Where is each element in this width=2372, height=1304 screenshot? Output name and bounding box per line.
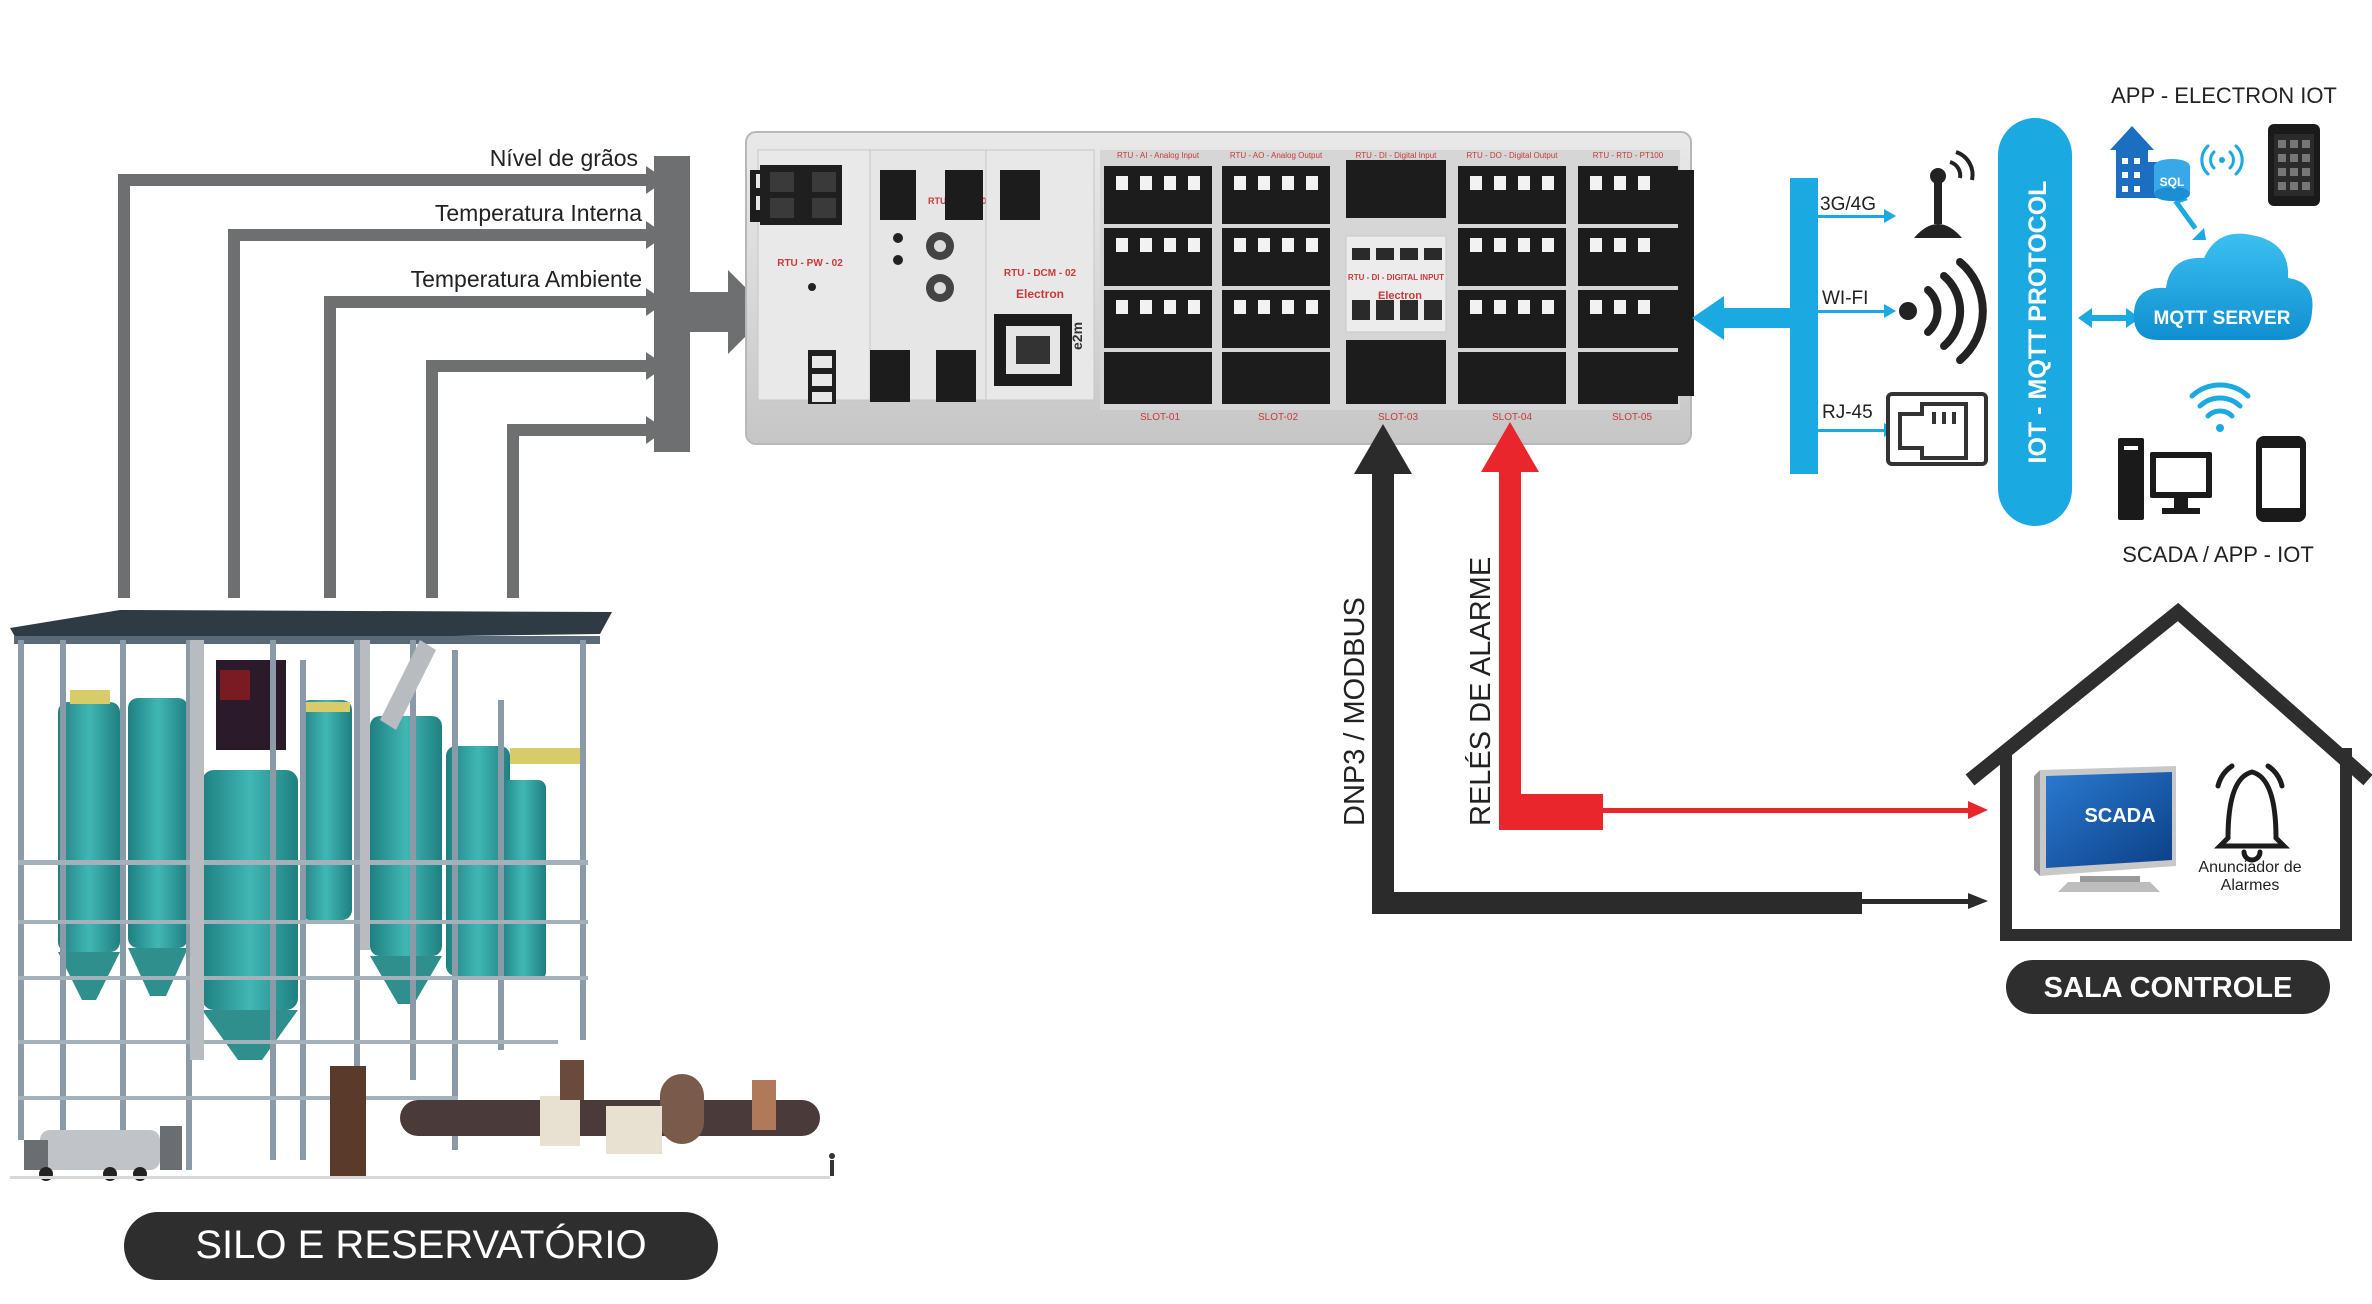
antenna-icon [1914, 150, 1975, 238]
slot-label-03: SLOT-03 [1378, 412, 1418, 423]
mqtt-server-cloud: MQTT SERVER [2133, 233, 2313, 340]
smartphone-icon [2256, 436, 2306, 522]
brand-logo-di: Electron [1378, 290, 1422, 302]
slot-label-05: SLOT-05 [1612, 412, 1652, 423]
iot-protocol-pill: IOT - MQTT PROTOCOL [1998, 118, 2072, 526]
module-label-rtd: RTU - RTD - PT100 [1593, 151, 1664, 160]
control-room-label: SALA CONTROLE [2044, 972, 2293, 1004]
slot-label-04: SLOT-04 [1492, 412, 1532, 423]
comm-label-rj45: RJ-45 [1822, 402, 1873, 423]
rtu-device: RTU - PW - 02 RTU - CPU - 01 RTU - DCM -… [745, 131, 1694, 445]
module-label-di: RTU - DI - Digital Input [1356, 151, 1438, 160]
slot-label-01: SLOT-01 [1140, 412, 1180, 423]
slot-label-02: SLOT-02 [1258, 412, 1298, 423]
building-database-icon: SQL [2110, 126, 2190, 201]
pill-server-link [2078, 308, 2140, 328]
wireless-icon [1899, 258, 1987, 364]
module-label-di-inner: RTU - DI - DIGITAL INPUT [1348, 273, 1444, 282]
wifi-small-icon [2200, 144, 2244, 176]
module-label-ai: RTU - AI - Analog Input [1117, 151, 1200, 160]
comm-label-wifi: WI-FI [1822, 288, 1868, 309]
dnp3-label: DNP3 / MODBUS [1339, 597, 1371, 826]
iot-protocol-label: IOT - MQTT PROTOCOL [2024, 181, 2052, 464]
module-label-dcm: RTU - DCM - 02 [1004, 268, 1077, 279]
silo-badge: SILO E RESERVATÓRIO [124, 1212, 718, 1280]
module-label-do: RTU - DO - Digital Output [1467, 151, 1559, 160]
ethernet-port-icon [1886, 392, 1988, 466]
control-room-badge: SALA CONTROLE [2006, 960, 2330, 1014]
mqtt-server-label: MQTT SERVER [2154, 308, 2291, 329]
dnp3-link [1354, 424, 1988, 914]
wifi-device-icon [2189, 382, 2251, 432]
scada-monitor-icon: SCADA [2034, 766, 2176, 892]
brand-logo-dcm: Electron [1016, 287, 1064, 301]
sensor-lines [118, 156, 770, 598]
alarm-relay-link [1481, 422, 1988, 830]
side-brand: e2m [1069, 322, 1085, 350]
module-label-pw: RTU - PW - 02 [777, 258, 843, 269]
io-terminals: RTU - DI - DIGITAL INPUT Electron RTU - … [1100, 150, 1694, 423]
comm-bus [1692, 178, 1896, 474]
scada-monitor-label: SCADA [2084, 805, 2155, 827]
desktop-computer-icon [2118, 438, 2212, 520]
module-label-ao: RTU - AO - Analog Output [1230, 151, 1323, 160]
silo-illustration [10, 610, 835, 1181]
silo-label: SILO E RESERVATÓRIO [195, 1222, 646, 1267]
relays-label: RELÉS DE ALARME [1464, 557, 1497, 826]
app-electron-label: APP - ELECTRON IOT [2111, 83, 2337, 108]
scada-app-label: SCADA / APP - IOT [2122, 542, 2314, 567]
control-room-house [1965, 602, 2372, 941]
input-label-level: Nível de grãos [490, 145, 638, 171]
alarm-bell-icon [2213, 763, 2291, 863]
input-label-ambient-temp: Temperatura Ambiente [411, 266, 642, 292]
comm-label-3g4g: 3G/4G [1820, 194, 1876, 215]
input-label-internal-temp: Temperatura Interna [435, 200, 642, 226]
sql-label: SQL [2160, 175, 2185, 189]
tablet-app-icon [2268, 124, 2320, 206]
